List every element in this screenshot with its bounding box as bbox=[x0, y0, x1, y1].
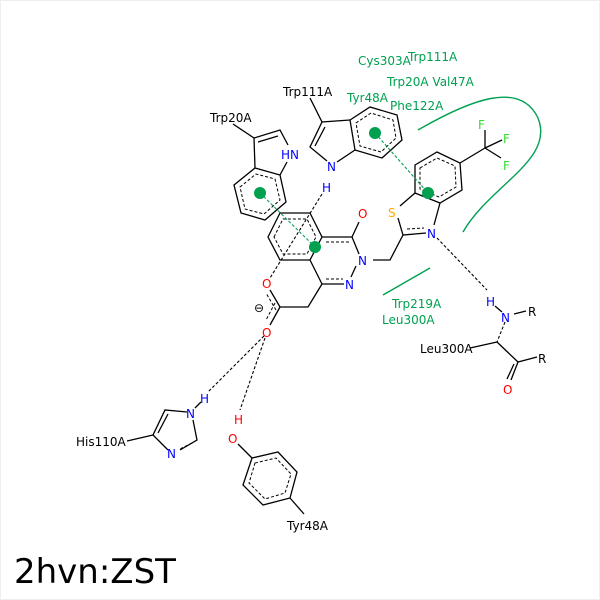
residue-label-his110: His110A bbox=[76, 435, 127, 449]
pi-centroid bbox=[369, 127, 381, 139]
atom-n-trp111: N bbox=[327, 160, 336, 174]
atom-o-carboxylate-2: O bbox=[262, 326, 271, 340]
atom-h-his110: H bbox=[200, 392, 209, 406]
pi-centroid bbox=[422, 187, 434, 199]
hydrophobic-label-trp111: Trp111A bbox=[407, 50, 458, 64]
leu300-backbone bbox=[469, 305, 538, 381]
pi-stacking-trp20 bbox=[259, 192, 316, 248]
atom-n-3: N bbox=[358, 254, 367, 268]
atom-o-leu300: O bbox=[503, 383, 512, 397]
atom-n-2: N bbox=[345, 278, 354, 292]
hydrophobic-label-tyr48: Tyr48A bbox=[346, 91, 389, 105]
trp20-indole bbox=[232, 123, 289, 221]
atom-s: S bbox=[388, 206, 396, 220]
atom-h-leu300: H bbox=[486, 295, 495, 309]
hydrophobic-label-leu300: Leu300A bbox=[382, 313, 435, 327]
hbond-leu300 bbox=[436, 237, 488, 291]
atom-o-carboxylate-1: O bbox=[262, 277, 271, 291]
residue-label-trp111: Trp111A bbox=[282, 85, 333, 99]
pi-stacking-trp111 bbox=[374, 132, 429, 194]
atom-f-3: F bbox=[503, 159, 510, 173]
residue-label-tyr48: Tyr48A bbox=[286, 519, 329, 533]
hbond-tyr48 bbox=[239, 337, 266, 411]
atom-n-his110-2: N bbox=[167, 447, 176, 461]
hydrophobic-label-trp219: Trp219A bbox=[391, 297, 442, 311]
diagram-title: 2hvn:ZST bbox=[14, 552, 176, 592]
atom-n-his110: N bbox=[186, 407, 195, 421]
atom-hn: HN bbox=[281, 148, 299, 162]
atom-o-carbonyl: O bbox=[358, 207, 367, 221]
hydrophobic-label-trp20-val47: Trp20A Val47A bbox=[386, 75, 475, 89]
tyr48-phenol bbox=[237, 443, 305, 515]
his110-imidazole bbox=[126, 401, 202, 451]
atom-n-thiazole: N bbox=[427, 227, 436, 241]
atom-h-tyr48: H bbox=[234, 413, 243, 427]
hydrophobic-contour-lower bbox=[382, 267, 431, 296]
atom-o-tyr48: O bbox=[228, 432, 237, 446]
pi-centroid bbox=[309, 241, 321, 253]
atom-f-1: F bbox=[478, 118, 485, 132]
residue-label-trp20: Trp20A bbox=[209, 111, 252, 125]
atom-n-leu300: N bbox=[501, 311, 510, 325]
hbond-trp111 bbox=[269, 193, 323, 279]
hbond-his110 bbox=[207, 335, 265, 393]
trp111-indole bbox=[309, 97, 403, 163]
hydrophobic-contour bbox=[417, 96, 542, 233]
residue-label-leu300: Leu300A bbox=[420, 342, 473, 356]
atom-h-trp111: H bbox=[322, 181, 331, 195]
benzothiazole bbox=[373, 130, 503, 261]
atom-r-1: R bbox=[528, 305, 536, 319]
atom-r-2: R bbox=[538, 352, 546, 366]
hydrophobic-label-phe122: Phe122A bbox=[390, 99, 444, 113]
atom-f-2: F bbox=[503, 132, 510, 146]
phthalazinone-core bbox=[265, 212, 360, 326]
pi-centroid bbox=[254, 187, 266, 199]
hydrophobic-label-cys303: Cys303A bbox=[358, 54, 412, 68]
charge-minus: ⊖ bbox=[254, 301, 264, 315]
